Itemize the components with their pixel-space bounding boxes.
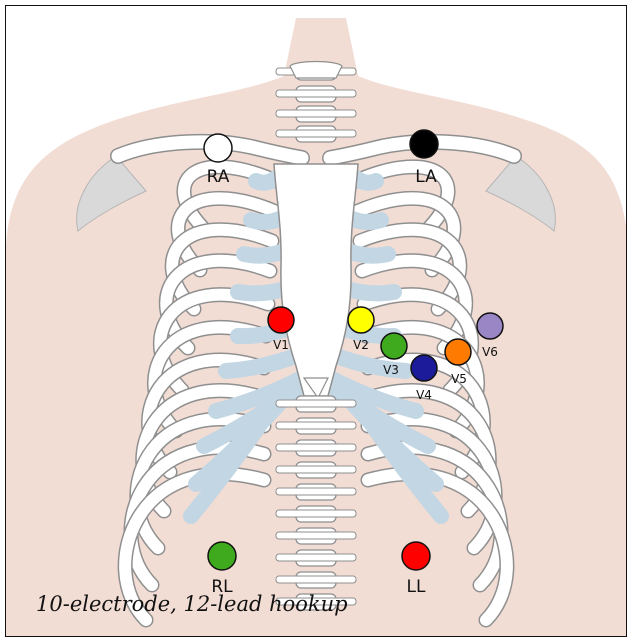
electrode-label-v3: V3 <box>383 363 399 377</box>
electrode-dot-v4 <box>411 355 437 381</box>
electrode-label-ra: RA <box>207 167 230 187</box>
cartilage-band <box>356 178 376 183</box>
cervical-vertebra <box>290 62 342 79</box>
electrode-label-ll: LL <box>407 577 426 597</box>
electrode-label-v1: V1 <box>273 338 289 352</box>
electrode-dot-v2 <box>348 307 374 333</box>
electrode-dot-la <box>410 130 438 158</box>
electrode-label-v5: V5 <box>451 372 467 386</box>
electrode-label-v2: V2 <box>353 338 369 352</box>
cartilage-band <box>348 251 388 256</box>
electrode-dot-v6 <box>477 313 503 339</box>
cartilage-band <box>238 288 288 293</box>
electrode-label-v4: V4 <box>416 388 432 402</box>
cartilage-band <box>256 178 276 183</box>
electrode-dot-ll <box>402 542 430 570</box>
electrode-dot-v5 <box>445 339 471 365</box>
cartilage-band <box>350 218 381 222</box>
electrode-dot-ra <box>204 134 232 162</box>
cartilage-band <box>244 251 284 256</box>
cartilage-band <box>251 218 282 222</box>
electrode-dot-rl <box>208 542 236 570</box>
caption: 10-electrode, 12-lead hookup <box>36 592 348 616</box>
electrode-label-la: LA <box>415 167 437 187</box>
electrode-dot-v1 <box>268 307 294 333</box>
electrode-dot-v3 <box>381 333 407 359</box>
cartilage-band <box>344 288 394 293</box>
electrode-label-v6: V6 <box>482 345 498 359</box>
